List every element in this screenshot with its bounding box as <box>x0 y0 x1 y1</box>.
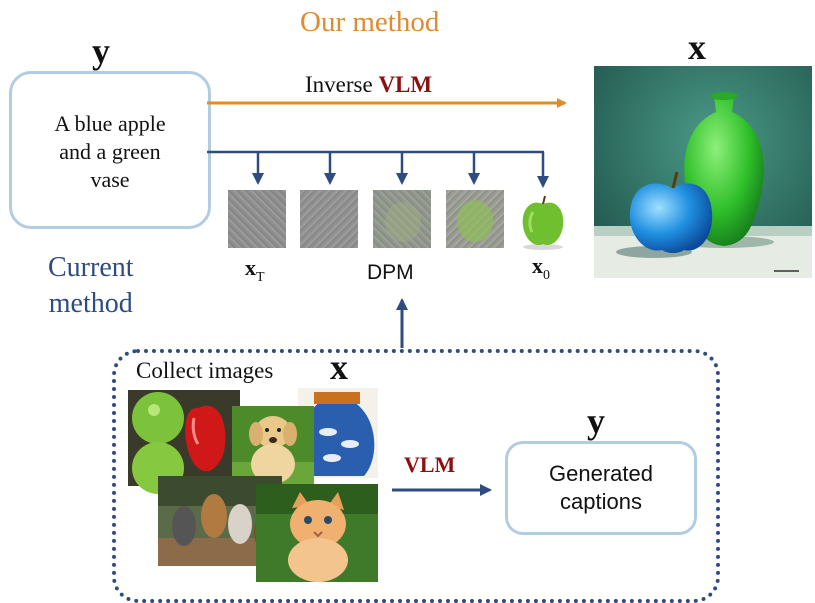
y-symbol-top: y <box>92 31 110 71</box>
x-symbol-top: x <box>688 27 706 67</box>
noise-image-xT <box>228 190 286 248</box>
xT-symbol: x <box>245 255 256 280</box>
x0-subscript: 0 <box>543 268 550 283</box>
dpm-branch-arrows <box>207 150 549 188</box>
prompt-box: A blue apple and a green vase <box>9 71 211 229</box>
generated-captions-text: Generated captions <box>549 461 653 514</box>
dpm-label: DPM <box>367 261 414 284</box>
inverse-prefix: Inverse <box>305 72 379 97</box>
our-method-title: Our method <box>300 6 440 38</box>
x0-symbol: x <box>532 253 543 278</box>
noise-image-2 <box>300 190 358 248</box>
noise-image-4 <box>446 190 504 248</box>
x0-label: x0 <box>532 253 550 283</box>
xT-subscript: T <box>256 270 265 285</box>
xT-label: xT <box>245 255 265 285</box>
prompt-text: A blue apple and a green vase <box>54 111 166 192</box>
image-collage <box>128 388 378 582</box>
y-symbol-bottom: y <box>587 401 605 441</box>
inverse-vlm-label: Inverse VLM <box>305 72 432 98</box>
collect-images-label: Collect images <box>136 358 274 383</box>
labrador-photo <box>232 406 314 486</box>
x-symbol-bottom: x <box>330 347 348 387</box>
clean-apple-image <box>522 195 564 250</box>
current-method-label: Current method <box>48 252 134 319</box>
vlm-bottom-label: VLM <box>404 452 456 477</box>
noise-image-3 <box>373 190 431 248</box>
collect-images-box <box>112 349 720 603</box>
kitten-photo <box>256 484 378 582</box>
inverse-vlm-text: VLM <box>378 72 433 97</box>
generated-captions-box: Generated captions <box>505 441 697 535</box>
generated-painting-image <box>594 66 812 278</box>
